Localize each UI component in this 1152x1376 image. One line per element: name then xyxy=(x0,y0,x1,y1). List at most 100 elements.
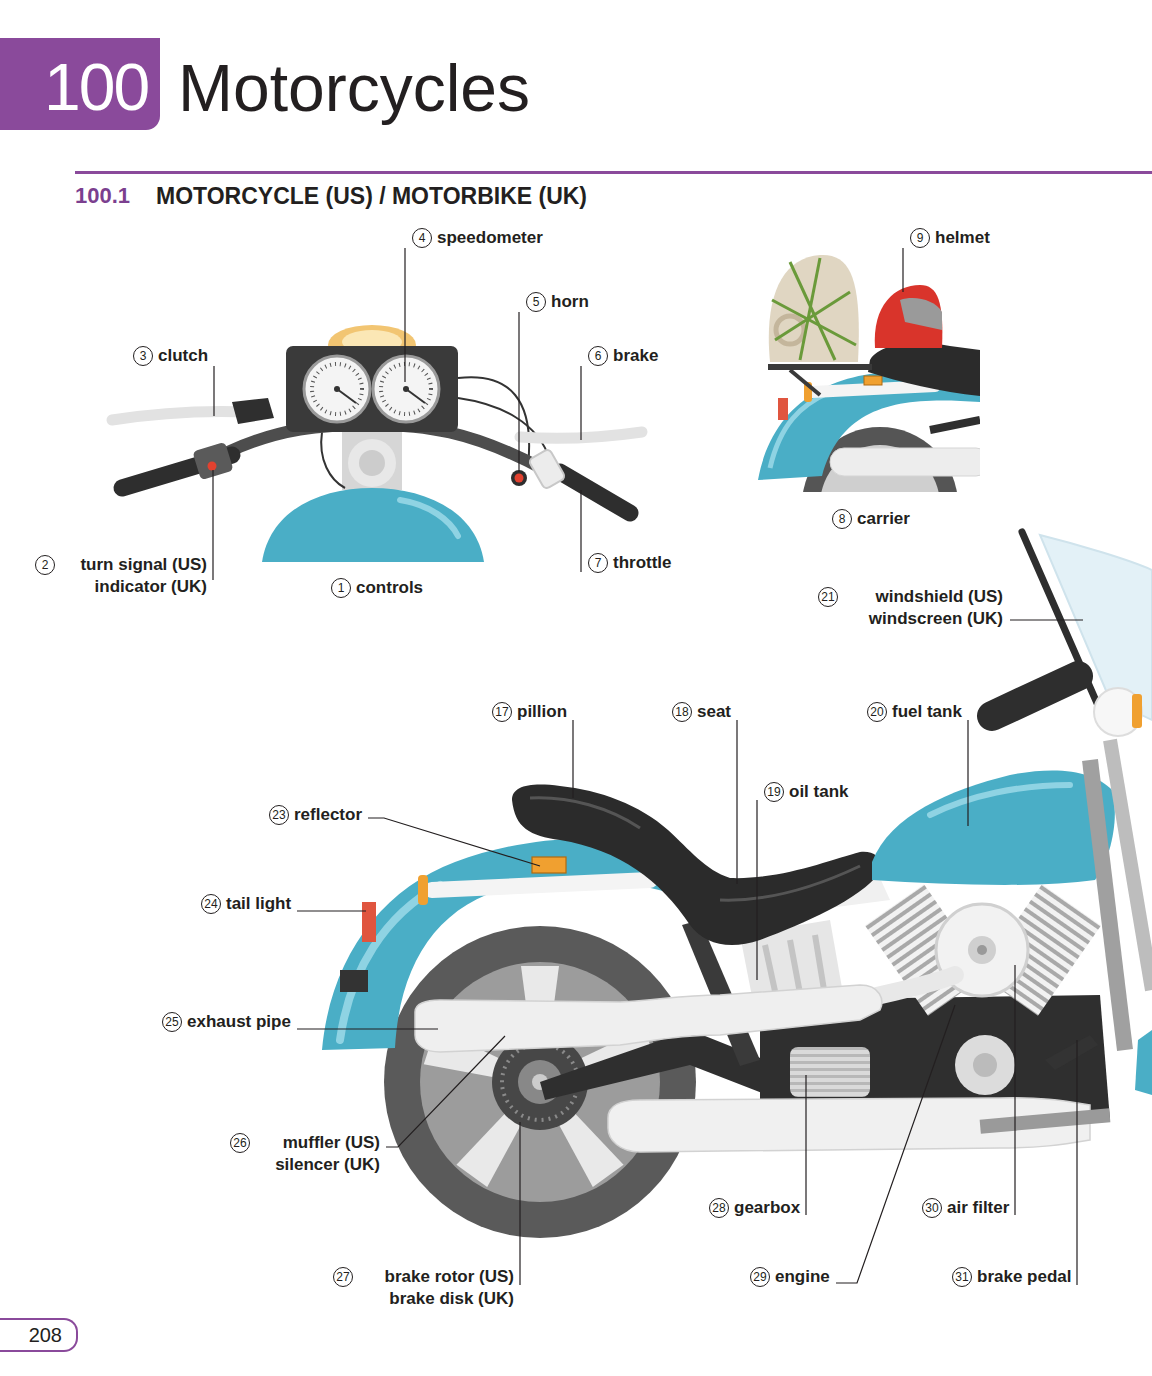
handlebar-controls xyxy=(381,364,431,414)
handlebar-controls xyxy=(112,411,250,420)
handlebar-controls xyxy=(334,386,340,392)
leader-line xyxy=(386,1036,505,1147)
leader-line xyxy=(213,248,1083,1285)
leader-line xyxy=(212,470,213,580)
leader-line xyxy=(297,1028,438,1029)
handlebar-controls xyxy=(262,488,484,562)
callout-number: 21 xyxy=(818,587,838,607)
callout-number: 20 xyxy=(867,702,887,722)
handlebar-controls xyxy=(208,462,217,471)
handlebar-controls xyxy=(515,474,524,483)
part-name: tail light xyxy=(226,893,291,915)
callout-item: 21windshield (US) windscreen (UK) xyxy=(818,586,1003,630)
callout-number: 4 xyxy=(412,228,432,248)
handlebar-controls xyxy=(511,470,527,486)
handlebar-controls xyxy=(312,364,362,414)
callout-item: 4speedometer xyxy=(412,227,543,249)
callout-item: 19oil tank xyxy=(764,781,849,803)
part-name: brake xyxy=(613,345,658,367)
motorcycle-side-view xyxy=(418,875,428,905)
part-name: turn signal (US) indicator (UK) xyxy=(60,554,207,598)
part-name: helmet xyxy=(935,227,990,249)
callout-item: 27brake rotor (US) brake disk (UK) xyxy=(333,1266,514,1310)
handlebar-controls xyxy=(403,386,409,392)
handlebar-controls xyxy=(348,439,396,487)
motorcycle-side-view xyxy=(872,770,1115,885)
part-name: seat xyxy=(697,701,731,723)
leader-line xyxy=(1076,1040,1077,1285)
part-name: throttle xyxy=(613,552,672,574)
leader-line xyxy=(368,818,540,866)
callout-item: 8carrier xyxy=(832,508,910,530)
callout-item: 2turn signal (US) indicator (UK) xyxy=(35,554,207,598)
motorcycle-side-view xyxy=(530,798,640,828)
carrier-inset xyxy=(790,262,835,360)
callout-number: 27 xyxy=(333,1267,353,1287)
part-name: exhaust pipe xyxy=(187,1011,291,1033)
carrier-inset xyxy=(768,364,872,370)
motorcycle-side-view xyxy=(1132,694,1142,728)
callout-item: 30air filter xyxy=(922,1197,1009,1219)
part-name: brake rotor (US) brake disk (UK) xyxy=(358,1266,514,1310)
motorcycle-side-view xyxy=(322,532,1152,1238)
callout-item: 28gearbox xyxy=(709,1197,800,1219)
carrier-inset xyxy=(769,255,859,362)
callout-number: 1 xyxy=(331,578,351,598)
carrier-inset xyxy=(930,420,980,430)
motorcycle-side-view xyxy=(977,945,987,955)
carrier-inset xyxy=(830,448,980,476)
handlebar-controls xyxy=(373,356,439,422)
part-name: windshield (US) windscreen (UK) xyxy=(843,586,1003,630)
motorcycle-side-view xyxy=(790,1047,870,1097)
carrier-inset xyxy=(778,398,788,420)
callout-number: 8 xyxy=(832,509,852,529)
handlebar-controls xyxy=(342,428,402,490)
part-name: pillion xyxy=(517,701,567,723)
leader-line xyxy=(967,720,968,826)
callout-item: 17pillion xyxy=(492,701,567,723)
callout-number: 29 xyxy=(750,1267,770,1287)
motorcycle-side-view xyxy=(930,785,1070,815)
callout-item: 31brake pedal xyxy=(952,1266,1072,1288)
callout-number: 18 xyxy=(672,702,692,722)
callout-item: 24tail light xyxy=(201,893,291,915)
carrier-inset xyxy=(868,343,980,396)
leader-line xyxy=(572,720,573,798)
leader-line xyxy=(902,248,903,292)
handlebar-controls xyxy=(359,450,385,476)
motorcycle-side-view xyxy=(992,676,1078,716)
motorcycle-side-view xyxy=(362,902,376,942)
part-name: clutch xyxy=(158,345,208,367)
handlebar-controls xyxy=(406,389,425,403)
callout-number: 7 xyxy=(588,553,608,573)
callout-item: 7throttle xyxy=(588,552,672,574)
callout-number: 3 xyxy=(133,346,153,366)
leader-line xyxy=(297,910,366,911)
callout-number: 24 xyxy=(201,894,221,914)
handlebar-controls xyxy=(560,472,630,513)
handlebar-controls xyxy=(112,325,642,562)
leader-line xyxy=(836,1005,955,1283)
callout-number: 2 xyxy=(35,555,55,575)
callout-number: 28 xyxy=(709,1198,729,1218)
motorcycle-side-view xyxy=(980,1108,1111,1133)
part-name: carrier xyxy=(857,508,910,530)
callout-number: 30 xyxy=(922,1198,942,1218)
callout-item: 5horn xyxy=(526,291,589,313)
callout-number: 31 xyxy=(952,1267,972,1287)
callout-item: 9helmet xyxy=(910,227,990,249)
motorcycle-side-view xyxy=(415,985,882,1052)
motorcycle-side-view xyxy=(720,866,860,900)
callout-item: 26muffler (US) silencer (UK) xyxy=(230,1132,380,1176)
carrier-inset xyxy=(800,258,820,360)
callout-number: 5 xyxy=(526,292,546,312)
motorcycle-side-view xyxy=(432,880,650,890)
callout-number: 9 xyxy=(910,228,930,248)
part-name: fuel tank xyxy=(892,701,962,723)
page-number: 208 xyxy=(29,1324,62,1346)
chapter-number: 100 xyxy=(44,44,152,130)
motorcycle-side-view xyxy=(1045,1035,1098,1070)
callout-item: 20fuel tank xyxy=(867,701,962,723)
carrier-inset xyxy=(790,370,820,395)
